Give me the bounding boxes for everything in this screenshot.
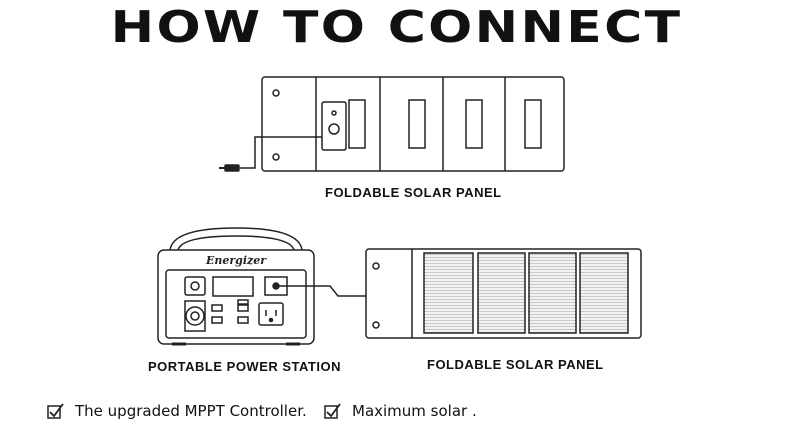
bottom-panel-frame [365, 248, 642, 339]
station-display [212, 276, 254, 297]
portable-power-station [157, 227, 315, 346]
top-solar-panel [219, 76, 565, 172]
ac-port [185, 306, 205, 326]
solar-cell [579, 252, 629, 334]
checkbox-icon [324, 403, 341, 419]
ac-outlet [258, 302, 284, 326]
checkbox-icon [47, 403, 64, 419]
top-panel-frame [261, 76, 565, 172]
feature-text: The upgraded MPPT Controller. [75, 402, 307, 420]
panel-cable [240, 136, 322, 169]
solar-cell [477, 252, 526, 334]
connecting-cable [276, 285, 366, 297]
panel-slot [524, 99, 542, 149]
solar-cells [423, 252, 629, 334]
grommet-icon [372, 321, 380, 329]
station-body [157, 249, 315, 345]
page-title: HOW TO CONNECT [110, 2, 683, 53]
plug-connector [224, 164, 240, 172]
top-panel-label: FOLDABLE SOLAR PANEL [325, 185, 502, 200]
bottom-panel-label: FOLDABLE SOLAR PANEL [427, 357, 604, 372]
panel-slot [408, 99, 426, 149]
brand-logo: Energizer [205, 254, 267, 267]
panel-slot [348, 99, 366, 149]
station-handle [169, 227, 303, 251]
feature-item-solar: Maximum solar . [324, 402, 477, 420]
feature-item-mppt: The upgraded MPPT Controller. [47, 402, 307, 420]
grommet-icon [372, 262, 380, 270]
panel-slot [465, 99, 483, 149]
solar-cell [528, 252, 577, 334]
power-button-icon [190, 281, 200, 291]
grommet-icon [272, 153, 280, 161]
solar-cell [423, 252, 474, 334]
power-station-label: PORTABLE POWER STATION [148, 359, 341, 374]
feature-text: Maximum solar . [352, 402, 477, 420]
grommet-icon [272, 89, 280, 97]
bottom-solar-panel [365, 248, 642, 339]
junction-box [321, 101, 347, 151]
